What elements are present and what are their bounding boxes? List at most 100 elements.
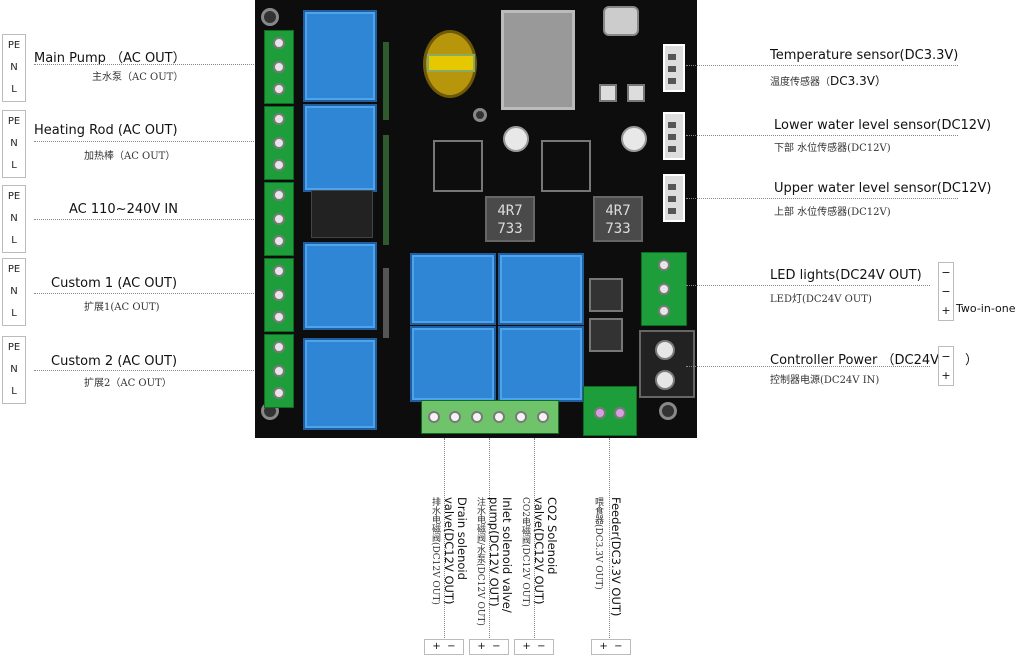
main-pump-label: Main Pump （AC OUT） [34, 51, 186, 66]
main-pump-pin-labels: PE N L [2, 34, 26, 102]
pin-l: L [11, 308, 17, 319]
feeder-label: Feeder(DC3.3V OUT) [609, 497, 623, 617]
upper-water-level-label-cn: 上部 水位传感器(DC12V) [774, 207, 891, 218]
inductor-marking: 733 [497, 221, 523, 237]
mounting-hole [473, 108, 487, 122]
main-pump-terminal [264, 30, 294, 104]
temperature-sensor-label-cn-wrap: 温度传感器（DC3.3V） [770, 70, 887, 89]
fuse-holder [311, 190, 373, 238]
pin-n: N [10, 62, 18, 73]
polarity-plus: + [432, 641, 441, 652]
lower-water-level-label-cn: 下部 水位传感器(DC12V) [774, 143, 891, 154]
custom1-leader [34, 293, 266, 294]
drain-valve-label: Drain solenoid [455, 497, 469, 580]
ac-in-leader [34, 219, 266, 220]
drain-leader [444, 438, 445, 638]
relay [303, 338, 377, 430]
polarity-plus: + [522, 641, 531, 652]
feeder-label-cn: 喂食器(DC3.3V OUT) [593, 497, 603, 590]
controller-power-label-tail: ） [965, 353, 979, 368]
inductor-marking: 4R7 [605, 203, 631, 219]
controller-power-polarity: − + [938, 346, 954, 386]
inlet-valve-label-line1: Inlet solenoid valve/ [500, 497, 514, 613]
drain-valve-label-cn: 排水电磁阀(DC12V OUT) [430, 497, 440, 605]
polarity-minus: − [941, 350, 951, 363]
polarity-minus: − [537, 641, 546, 652]
inlet-valve-label-line2: pump(DC12V OUT) [487, 497, 501, 607]
pin-pe: PE [7, 342, 21, 353]
led-lights-label-cn: LED灯(DC24V OUT) [770, 294, 872, 305]
temperature-sensor-connector [663, 44, 685, 92]
small-relay [498, 253, 584, 325]
mounting-hole [659, 402, 677, 420]
pcb-trace [383, 135, 389, 245]
custom1-label-cn: 扩展1(AC OUT) [84, 302, 160, 313]
polarity-plus: + [941, 369, 951, 382]
wifi-module [501, 10, 575, 110]
pin-n: N [10, 138, 18, 149]
regulator-footprint [541, 140, 591, 192]
drain-polarity: + − [424, 639, 464, 655]
solenoid-terminal-block [421, 400, 559, 434]
inlet-valve-label: Inlet solenoid valve/ [500, 497, 514, 613]
temperature-sensor-label-cn: 温度传感器（ [770, 77, 830, 88]
inlet-valve-label-2: pump(DC12V OUT) [487, 497, 501, 607]
co2-valve-label-cn: CO2电磁阀(DC12V OUT) [520, 497, 530, 607]
lower-water-level-label: Lower water level sensor(DC12V) [774, 118, 992, 133]
temperature-sensor-leader [686, 65, 958, 66]
temperature-sensor-label: Temperature sensor(DC3.3V) [770, 48, 959, 63]
small-relay [410, 326, 496, 402]
boot-button[interactable] [627, 84, 645, 102]
small-relay [410, 253, 496, 325]
custom2-terminal [264, 334, 294, 408]
custom2-label: Custom 2 (AC OUT) [51, 354, 178, 369]
controller-power-leader [686, 366, 930, 367]
relay [303, 104, 377, 192]
lower-water-level-leader [686, 135, 958, 136]
custom2-leader [34, 370, 266, 371]
pin-n: N [10, 286, 18, 297]
pin-l: L [11, 386, 17, 397]
crystal [427, 54, 475, 72]
custom2-label-cn: 扩展2（AC OUT） [84, 378, 172, 389]
polarity-minus: − [941, 285, 951, 298]
polarity-minus: − [447, 641, 456, 652]
led-terminal [641, 252, 687, 326]
usb-c-port [603, 6, 639, 36]
drain-valve-label-2: valve(DC12V OUT) [442, 497, 456, 604]
custom2-pin-labels: PE N L [2, 336, 26, 404]
inlet-valve-label-cn: 注水电磁阀/水泵(DC12V OUT) [475, 497, 485, 626]
inlet-polarity: + − [469, 639, 509, 655]
main-pump-leader [34, 64, 266, 65]
heating-rod-leader [34, 141, 266, 142]
mosfet [589, 318, 623, 352]
ac-in-terminal [264, 182, 294, 256]
led-lights-label: LED lights(DC24V OUT) [770, 268, 922, 283]
heating-rod-label-cn: 加热棒（AC OUT） [84, 151, 176, 162]
custom1-label: Custom 1 (AC OUT) [51, 276, 178, 291]
controller-power-label-wrap: Controller Power （DC24V ） [770, 349, 978, 368]
capacitor [621, 126, 647, 152]
pin-l: L [11, 235, 17, 246]
controller-power-label-cn: 控制器电源(DC24V IN) [770, 375, 880, 386]
regulator-footprint [433, 140, 483, 192]
pin-pe: PE [7, 116, 21, 127]
heating-rod-label: Heating Rod (AC OUT) [34, 123, 178, 138]
custom1-terminal [264, 258, 294, 332]
reset-button[interactable] [599, 84, 617, 102]
co2-leader [534, 438, 535, 638]
polarity-minus: − [492, 641, 501, 652]
lower-level-sensor-connector [663, 112, 685, 160]
inductor-marking: 4R7 [497, 203, 523, 219]
pin-l: L [11, 160, 17, 171]
custom1-pin-labels: PE N L [2, 258, 26, 326]
inductor: 4R7 733 [485, 196, 535, 242]
ac-in-label: AC 110~240V IN [69, 202, 178, 217]
pin-n: N [10, 364, 18, 375]
power-terminal [639, 330, 695, 398]
controller-power-label: Controller Power （DC24V [770, 353, 940, 368]
upper-water-level-leader [686, 198, 958, 199]
drain-valve-label-line2: valve(DC12V OUT) [442, 497, 456, 605]
feeder-polarity: + − [591, 639, 631, 655]
relay [303, 10, 377, 102]
